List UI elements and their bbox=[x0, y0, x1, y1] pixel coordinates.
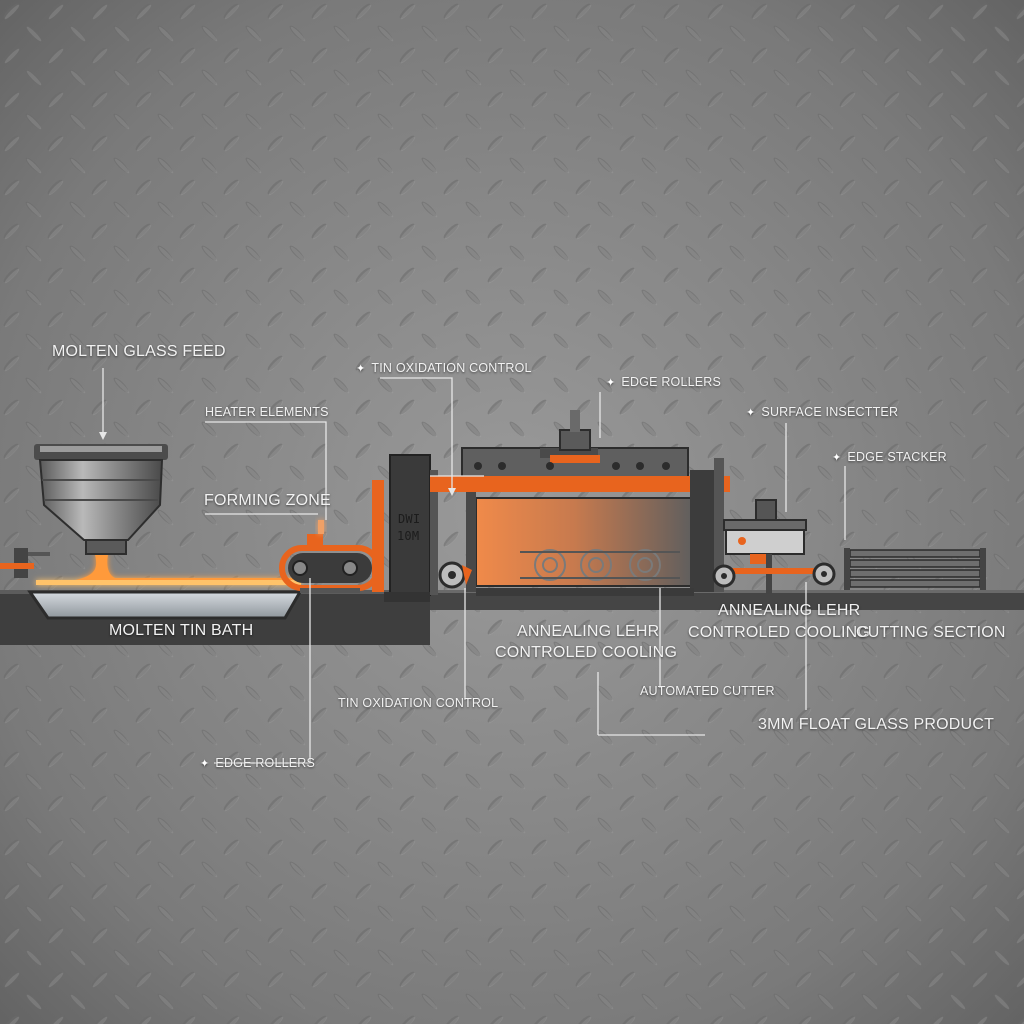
label-tin-oxidation-control-bottom: TIN OXIDATION CONTROL bbox=[338, 696, 499, 710]
molten-tin-bath bbox=[27, 590, 303, 620]
left-heater-bracket bbox=[0, 548, 50, 578]
label-forming-zone: FORMING ZONE bbox=[204, 492, 331, 509]
bullet-icon: ✦ bbox=[356, 363, 366, 375]
label-edge-rollers-top: ✦EDGE ROLLERS bbox=[606, 375, 722, 389]
label-edge-stacker: ✦EDGE STACKER bbox=[832, 450, 947, 464]
label-annealing-lehr-1-line2: CONTROLED COOLING bbox=[495, 644, 678, 661]
lehr-bolts bbox=[474, 462, 670, 470]
label-annealing-lehr-2-line2: CONTROLED COOLING bbox=[688, 624, 871, 641]
molten-glass-ribbon bbox=[36, 555, 301, 585]
leader-lines bbox=[99, 368, 846, 764]
label-3mm-float-glass-product: 3MM FLOAT GLASS PRODUCT bbox=[758, 716, 995, 733]
column-tag-line2: 10M bbox=[397, 529, 420, 543]
lehr-internal-rollers bbox=[520, 549, 680, 581]
label-surface-inspector: ✦SURFACE INSECTTER bbox=[746, 405, 899, 419]
label-annealing-lehr-1-line1: ANNEALING LEHR bbox=[517, 623, 660, 640]
annealing-lehr-housing bbox=[430, 410, 730, 596]
label-molten-tin-bath: MOLTEN TIN BATH bbox=[109, 622, 254, 639]
label-cutting-section: CUTTING SECTION bbox=[856, 624, 1006, 641]
bullet-icon: ✦ bbox=[832, 452, 842, 464]
label-heater-elements: HEATER ELEMENTS bbox=[205, 405, 329, 419]
column-tag-line1: DWI bbox=[398, 512, 421, 526]
label-edge-rollers-bottom: ✦EDGE ROLLERS bbox=[200, 756, 316, 770]
label-automated-cutter: AUTOMATED CUTTER bbox=[640, 684, 775, 698]
bullet-icon: ✦ bbox=[606, 377, 616, 389]
label-tin-oxidation-control-top: ✦TIN OXIDATION CONTROL bbox=[356, 361, 532, 375]
label-annealing-lehr-2-line1: ANNEALING LEHR bbox=[718, 602, 861, 619]
entrance-roller bbox=[438, 561, 472, 589]
molten-glass-feed-hopper bbox=[34, 444, 168, 555]
label-molten-glass-feed: MOLTEN GLASS FEED bbox=[52, 343, 226, 360]
heater-column bbox=[372, 454, 438, 602]
surface-inspector-station bbox=[712, 499, 836, 594]
bullet-icon: ✦ bbox=[746, 407, 756, 419]
bullet-icon: ✦ bbox=[200, 758, 210, 770]
edge-stacker bbox=[844, 548, 986, 590]
